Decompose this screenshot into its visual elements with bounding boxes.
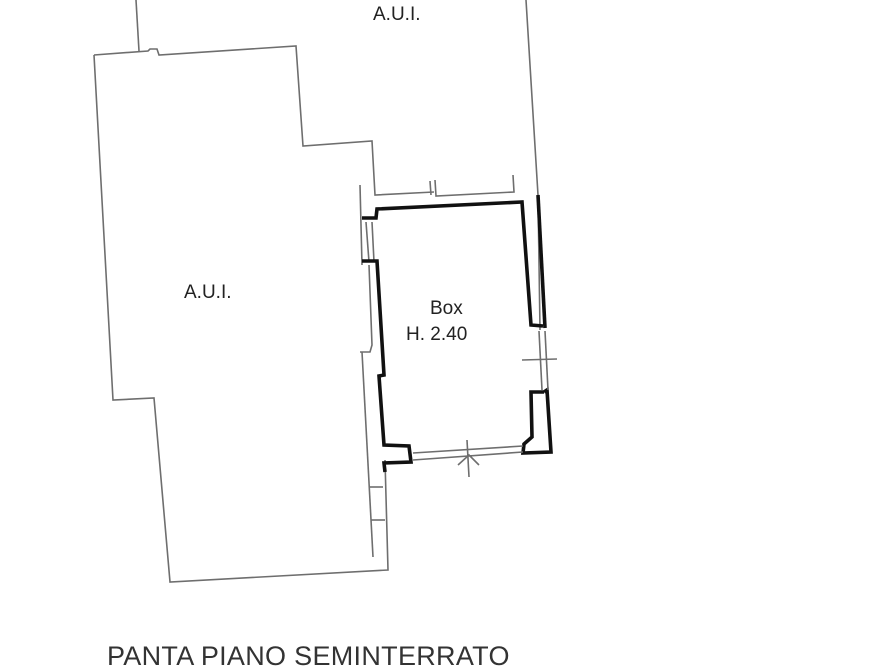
aui-left-outline [93, 45, 435, 583]
room-label-box: Box [430, 298, 463, 319]
room-label-aui-left: A.U.I. [184, 282, 232, 303]
room-height-label: H. 2.40 [406, 324, 468, 345]
box-openings [412, 330, 558, 478]
plan-title: PANTA PIANO SEMINTERRATO [107, 641, 510, 671]
top-niches [429, 174, 515, 197]
box-walls [362, 194, 553, 473]
aui-top-outline [135, 0, 541, 331]
room-label-aui-top: A.U.I. [373, 4, 421, 25]
